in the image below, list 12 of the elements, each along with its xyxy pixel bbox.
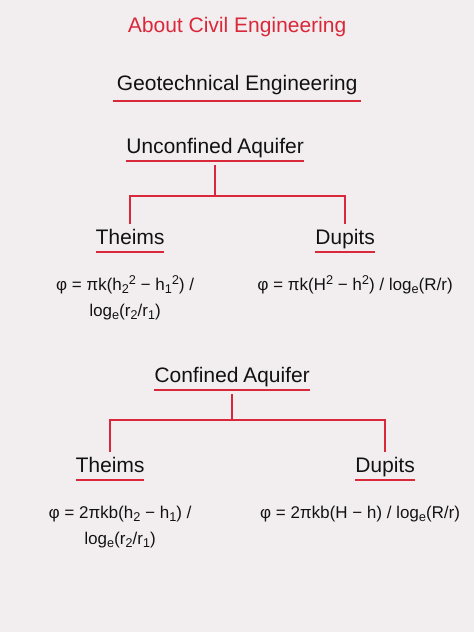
formula: φ = 2πkb(H − h) / log$_{e}$(R/r) <box>259 502 461 526</box>
subtitle: Geotechnical Engineering <box>112 68 362 102</box>
formula: φ = 2πkb(h$_{2}$ − h$_{1}$) / log$_{e}$(r$_{2}$/r$_{1}$) <box>48 502 192 552</box>
heading-text: Confined Aquifer <box>154 362 310 391</box>
heading-text: Dupits <box>315 224 375 253</box>
heading-text: Unconfined Aquifer <box>126 133 304 162</box>
heading-text: Theims <box>76 452 144 481</box>
title: About Civil Engineering <box>126 13 348 39</box>
formula: φ = πk(h$_{2}$$^{2}$ − h$_{1}$$^{2}$) / log$_{e}$(r$_{2}$/r$_{1}$) <box>54 272 196 324</box>
heading-text: Dupits <box>355 452 415 481</box>
heading-text: Theims <box>96 224 164 253</box>
formula: φ = πk(H$^{2}$ − h$^{2}$) / log$_{e}$(R/r) <box>256 272 454 298</box>
